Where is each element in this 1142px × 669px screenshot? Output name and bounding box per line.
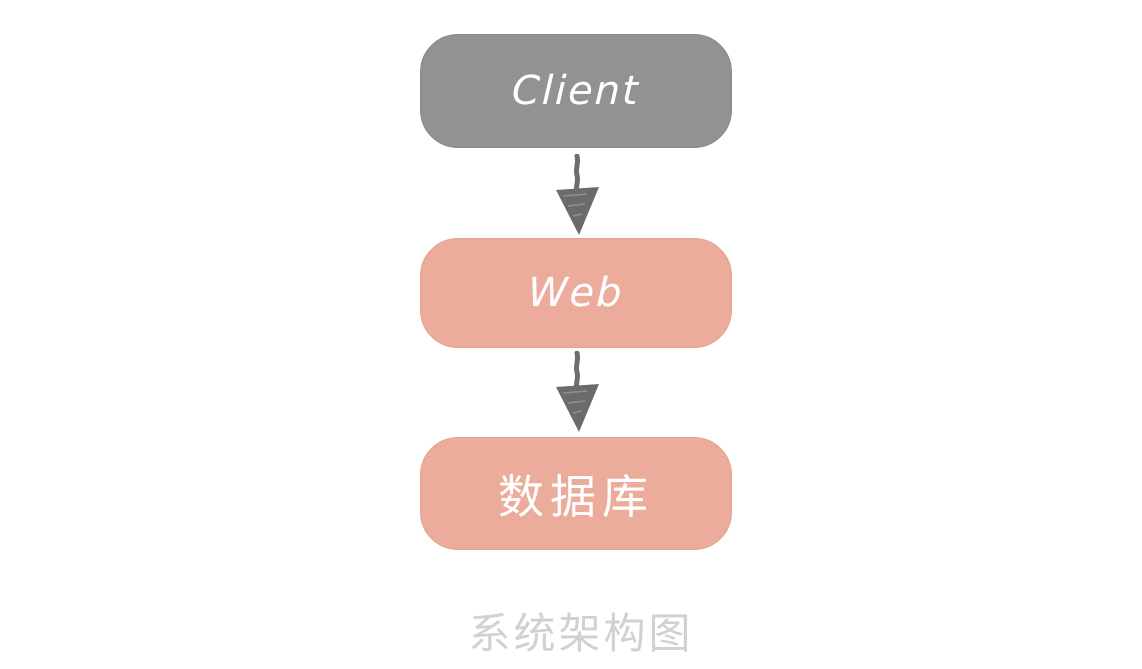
arrow-down-icon bbox=[556, 154, 599, 235]
node-database: 数据库 bbox=[420, 437, 732, 550]
node-web-label: Web bbox=[527, 270, 625, 316]
node-client-label: Client bbox=[511, 68, 641, 114]
node-web: Web bbox=[420, 238, 732, 348]
diagram-caption: 系统架构图 bbox=[468, 609, 694, 658]
node-database-label: 数据库 bbox=[498, 469, 654, 524]
arrow-down-icon bbox=[556, 351, 599, 432]
node-client: Client bbox=[420, 34, 732, 148]
